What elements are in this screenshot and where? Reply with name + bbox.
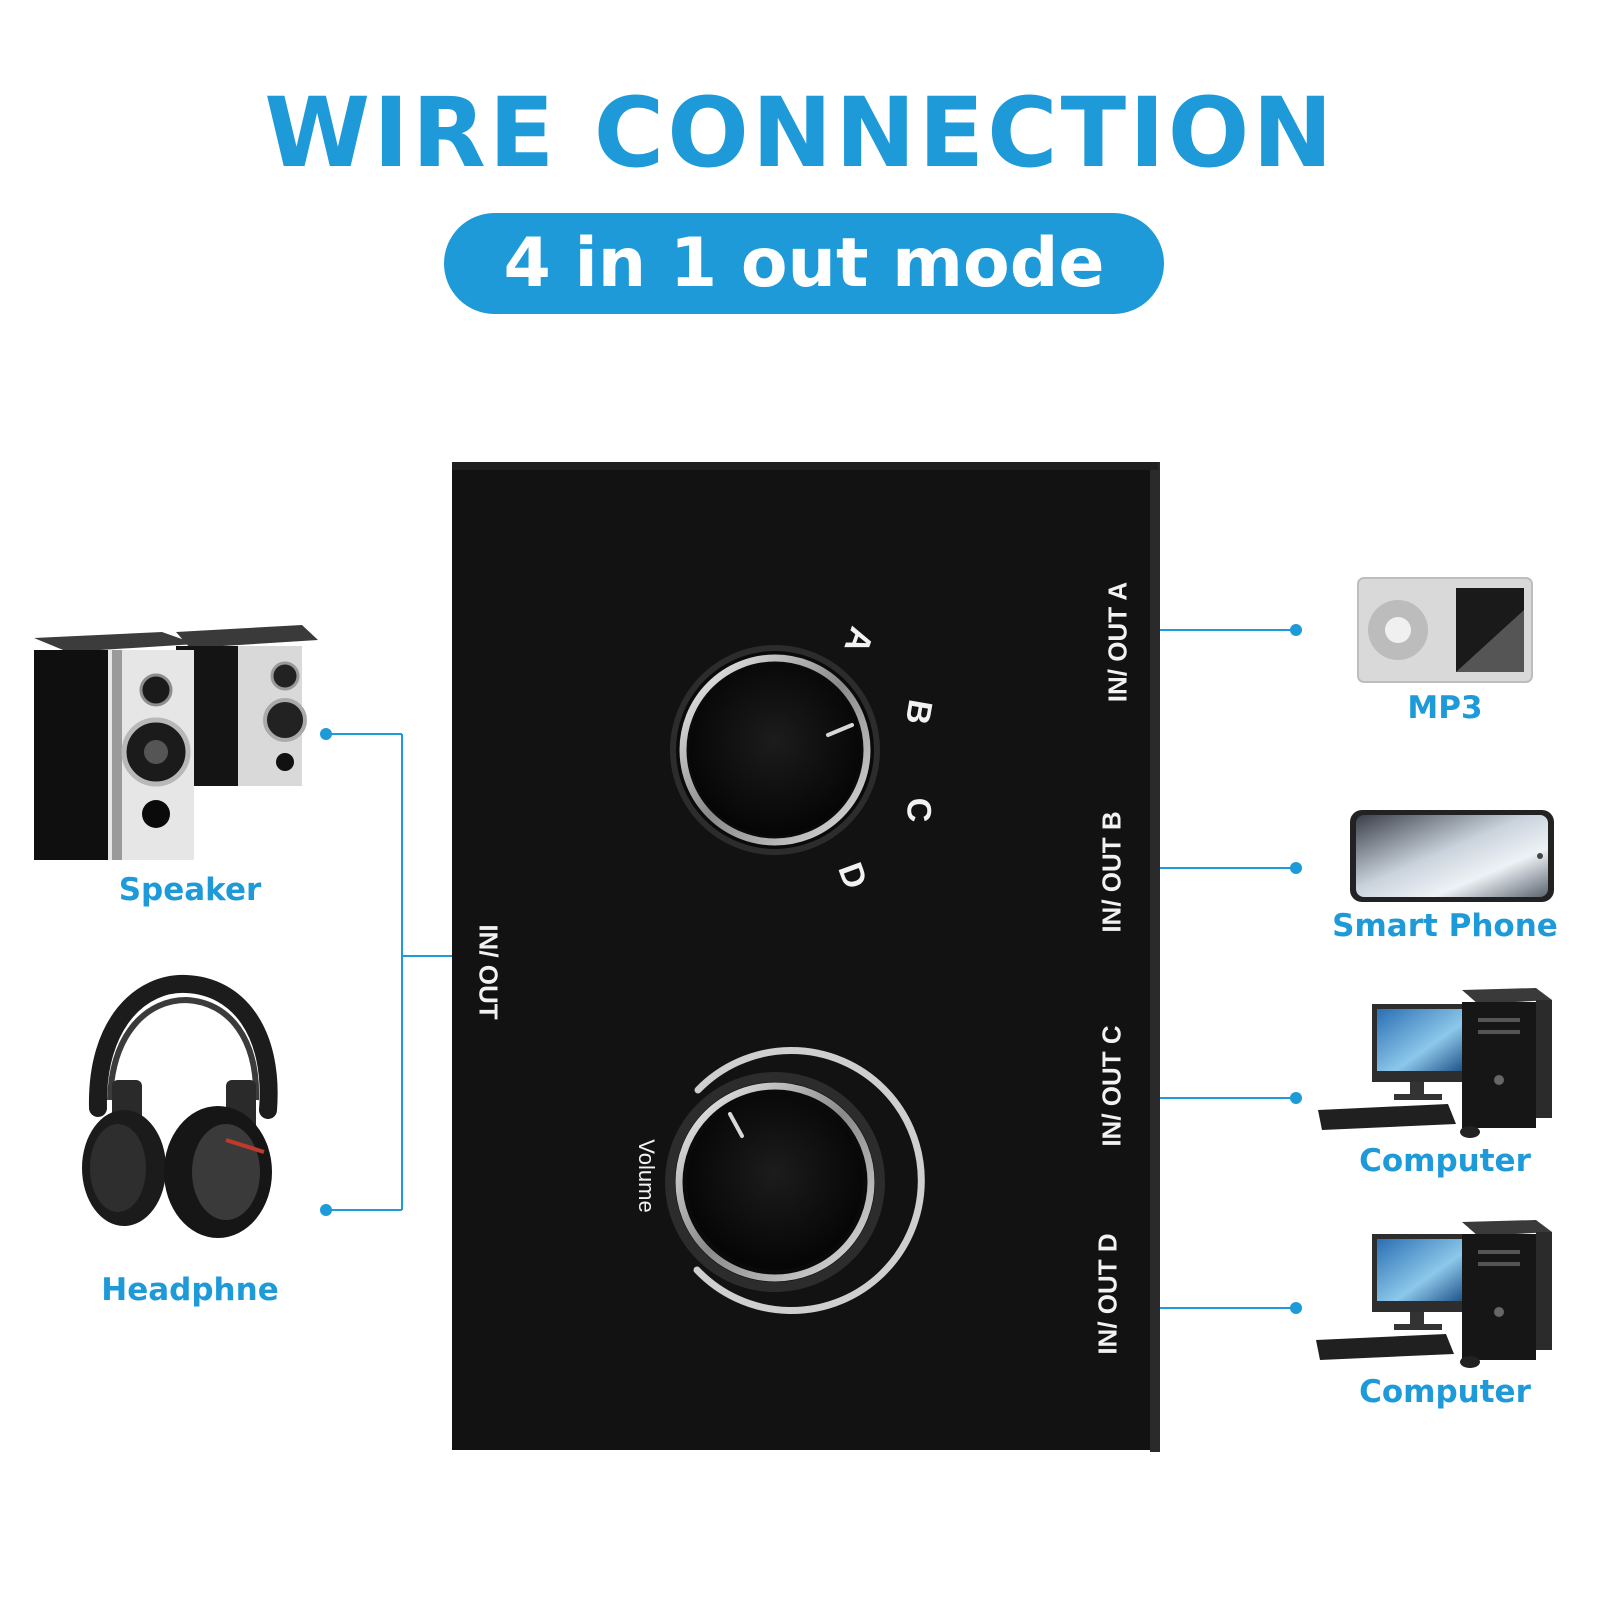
smartphone-label: Smart Phone: [1332, 908, 1558, 944]
port-in-out-c: IN/ OUT C: [1096, 1025, 1127, 1147]
speaker-icon: [34, 625, 318, 860]
speaker-label: Speaker: [118, 872, 262, 908]
volume-label: Volume: [634, 1139, 659, 1213]
mp3-player-icon: [1357, 577, 1533, 683]
headphone-icon: [82, 974, 278, 1238]
smartphone-icon: [1350, 810, 1554, 902]
port-in-out-a: IN/ OUT A: [1102, 581, 1133, 703]
speaker-connector-dot: [320, 728, 332, 740]
computer-label-1: Computer: [1359, 1143, 1531, 1179]
computer-icon: [1316, 1220, 1552, 1368]
switch-box: [452, 462, 1160, 1452]
computer-connector-dot-2: [1290, 1302, 1302, 1314]
volume-pointer: [728, 1112, 744, 1138]
left-connector-lines: [326, 733, 452, 1211]
volume-knob[interactable]: [665, 1047, 925, 1314]
port-in-out: IN/ OUT: [473, 924, 504, 1020]
mode-banner: 4 in 1 out mode: [444, 213, 1164, 314]
headphone-connector-dot: [320, 1204, 332, 1216]
selector-letter-c: C: [899, 797, 938, 823]
phone-connector-dot: [1290, 862, 1302, 874]
port-in-out-d: IN/ OUT D: [1092, 1233, 1123, 1355]
computer-label-2: Computer: [1359, 1374, 1531, 1410]
selector-pointer: [826, 723, 854, 737]
computer-connector-dot-1: [1290, 1092, 1302, 1104]
page-title: WIRE CONNECTION: [264, 77, 1336, 189]
mp3-connector-dot: [1290, 624, 1302, 636]
right-connector-lines: [1160, 629, 1296, 1309]
computer-icon: [1318, 988, 1552, 1138]
selector-knob[interactable]: [670, 645, 880, 855]
mp3-label: MP3: [1407, 690, 1483, 726]
headphone-label: Headphne: [101, 1272, 279, 1308]
port-in-out-b: IN/ OUT B: [1096, 811, 1127, 933]
